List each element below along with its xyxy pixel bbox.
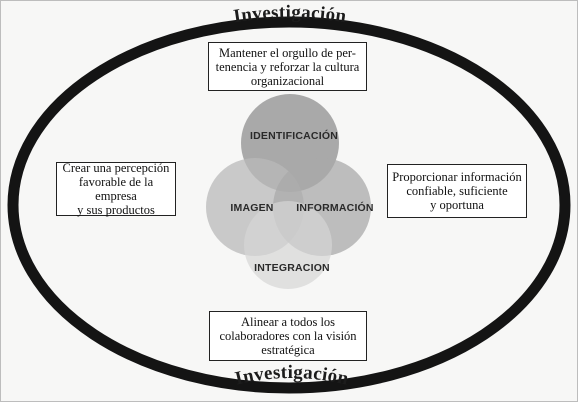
circle-integracion xyxy=(244,201,332,289)
outer-ring xyxy=(7,16,571,394)
box-left-line-3: y sus productos xyxy=(77,203,155,217)
box-top-line-2: tenencia y reforzar la cultura xyxy=(215,59,360,74)
circle-label-identificacion: IDENTIFICACIÓN xyxy=(250,129,338,142)
box-left-line-1: Crear una percepción xyxy=(62,161,170,175)
box-top: Mantener el orgullo de per- tenencia y r… xyxy=(208,42,367,91)
box-top-line-3: organizacional xyxy=(250,73,325,88)
box-right-line-2: confiable, suficiente xyxy=(406,184,508,198)
box-left-line-2: favorable de la empresa xyxy=(78,175,154,203)
box-top-line-1: Mantener el orgullo de per- xyxy=(219,45,356,60)
box-left: Crear una percepción favorable de la emp… xyxy=(56,161,176,217)
box-bottom-line-1: Alinear a todos los xyxy=(240,315,336,329)
box-bottom-line-2: colaboradores con la visión xyxy=(219,329,357,343)
box-bottom: Alinear a todos los colaboradores con la… xyxy=(209,311,367,361)
circle-label-informacion: INFORMACIÓN xyxy=(296,201,373,214)
box-bottom-line-3: estratégica xyxy=(261,343,315,357)
circle-label-integracion: INTEGRACION xyxy=(254,262,330,274)
circle-label-imagen: IMAGEN xyxy=(230,202,273,214)
box-right: Proporcionar información confiable, sufi… xyxy=(387,164,527,218)
box-right-line-1: Proporcionar información xyxy=(392,170,522,184)
box-right-line-3: y oportuna xyxy=(430,198,484,212)
